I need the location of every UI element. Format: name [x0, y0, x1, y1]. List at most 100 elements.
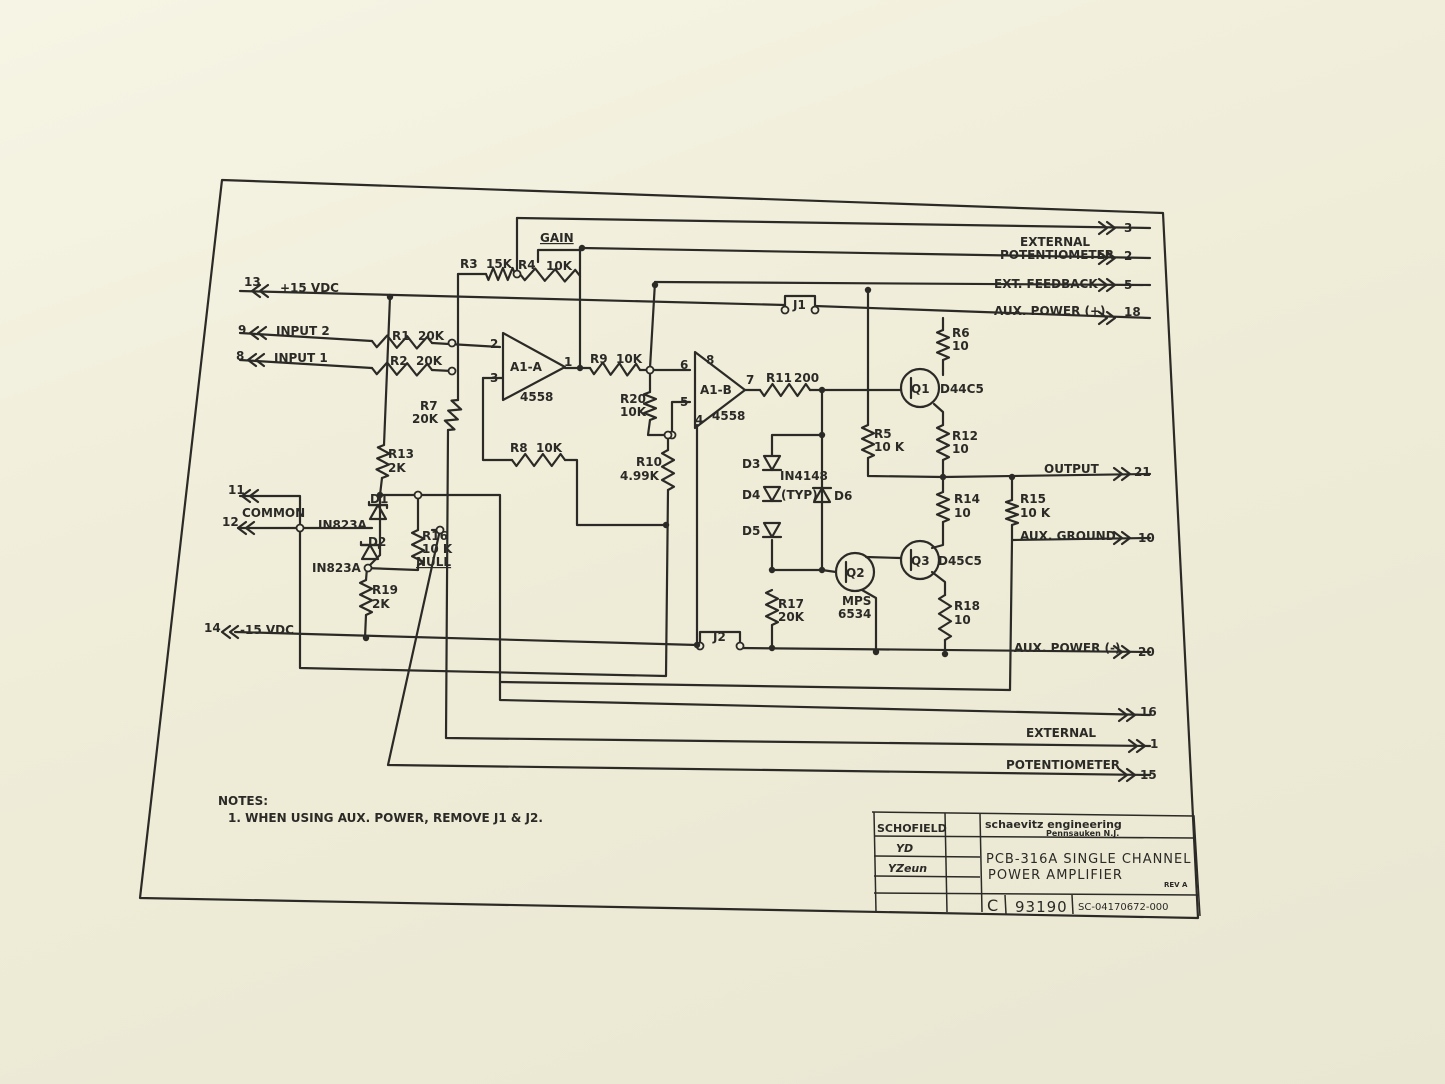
connector-20-arrow [1112, 644, 1132, 660]
approved-by: YZeun [888, 862, 927, 875]
r10-value: 4.99K [620, 469, 660, 483]
chevron-icon [1135, 738, 1147, 754]
chevron-icon [244, 520, 256, 536]
j2-ref: J2 [712, 630, 726, 644]
wire [864, 555, 902, 560]
wire [932, 402, 945, 427]
r4-resistor [518, 267, 582, 283]
label-potentiometer-2: POTENTIOMETER [1006, 758, 1120, 772]
title-block: SCHOFIELD YD YZeun schaevitz engineering… [871, 811, 1201, 917]
diode-triangle [762, 454, 782, 472]
pin-13: 13 [244, 275, 261, 289]
r14-ref: R14 [954, 492, 980, 506]
chevron-icon [250, 283, 262, 299]
junction-dot [818, 566, 826, 574]
r11-ref: R11 [766, 371, 792, 385]
pin-18: 18 [1124, 305, 1141, 319]
r17-value: 20K [778, 610, 805, 624]
chevron-icon [228, 624, 240, 640]
wire [860, 588, 878, 654]
label-aux-power-plus: AUX. POWER (+) [994, 304, 1106, 318]
chevron-icon [248, 488, 260, 504]
chevron-icon [1112, 530, 1124, 546]
r16-resistor [410, 528, 426, 567]
r20-resistor [642, 390, 658, 422]
r2-ref: R2 [390, 354, 408, 368]
q1-ref: Q1 [911, 382, 930, 396]
r5-resistor [860, 423, 876, 460]
r9-ref: R9 [590, 352, 608, 366]
connector-10-arrow [1112, 530, 1132, 546]
junction-dot [512, 269, 522, 279]
r18-value: 10 [954, 613, 971, 627]
junction-dot [735, 641, 745, 651]
junction-dot [780, 305, 790, 315]
r5-value: 10 K [874, 440, 905, 454]
revision: REV A [1164, 881, 1188, 889]
chevron-icon [1105, 220, 1117, 236]
components [220, 220, 1147, 783]
connector-11-arrow [240, 488, 260, 504]
chevron-icon [1105, 250, 1117, 266]
r15-ref: R15 [1020, 492, 1046, 506]
drawing-title-line2: POWER AMPLIFIER [988, 868, 1123, 883]
d4-diode [761, 485, 783, 503]
pin-16: 16 [1140, 705, 1157, 719]
diode-triangle [762, 521, 782, 539]
wire [481, 376, 514, 462]
chevron-icon [1105, 310, 1117, 326]
r8-ref: R8 [510, 441, 528, 455]
chevron-icon [248, 325, 260, 341]
wire [363, 563, 420, 572]
pin-14: 14 [204, 621, 221, 635]
wire [670, 400, 692, 437]
r8-resistor [510, 452, 567, 468]
a1b-pin4: 4 [695, 413, 703, 427]
r5-ref: R5 [874, 427, 892, 441]
q2-part-line2: 6534 [838, 607, 871, 621]
wire [563, 458, 670, 527]
d2-zener-tip [359, 540, 381, 550]
a1a-pin3: 3 [490, 371, 498, 385]
junction-dot [941, 650, 949, 658]
wire [866, 456, 945, 479]
r20-ref: R20 [620, 392, 646, 406]
a1b-pin6: 6 [680, 358, 688, 372]
r16-value: 10 K [422, 542, 453, 556]
r2-value: 20K [416, 354, 443, 368]
label-common: COMMON [242, 506, 305, 520]
wire [444, 428, 1152, 748]
chevron-icon [1105, 277, 1117, 293]
wire [930, 520, 945, 550]
wire [648, 280, 657, 370]
q2-part-line1: MPS [842, 594, 871, 608]
junction-dot [818, 386, 826, 394]
r7-resistor [443, 398, 463, 432]
connector-16-arrow [1117, 707, 1137, 723]
r7-ref: R7 [420, 399, 438, 413]
d1-diode [367, 503, 389, 521]
junction-dot [872, 648, 880, 656]
r4-value: 10K [546, 259, 573, 273]
diode-triangle [360, 543, 380, 561]
connector-12-arrow [236, 520, 256, 536]
r18-resistor [937, 593, 953, 642]
label-plus15vdc: +15 VDC [280, 281, 339, 295]
a1b-opamp [693, 350, 747, 430]
j2-jumper [698, 630, 742, 648]
a1b-ref: A1-B [700, 383, 732, 397]
r6-value: 10 [952, 339, 969, 353]
q1-transistor [899, 367, 941, 409]
r16-null: NULL [416, 555, 451, 569]
q3-transistor [899, 539, 941, 581]
r6-resistor [935, 328, 951, 362]
wires [233, 216, 1152, 777]
r19-resistor [358, 578, 374, 617]
wire [382, 295, 392, 447]
wire [770, 388, 824, 457]
chevron-icon [236, 520, 248, 536]
r2-resistor [370, 361, 434, 377]
connector-2-arrow [1097, 250, 1117, 266]
r17-ref: R17 [778, 597, 804, 611]
